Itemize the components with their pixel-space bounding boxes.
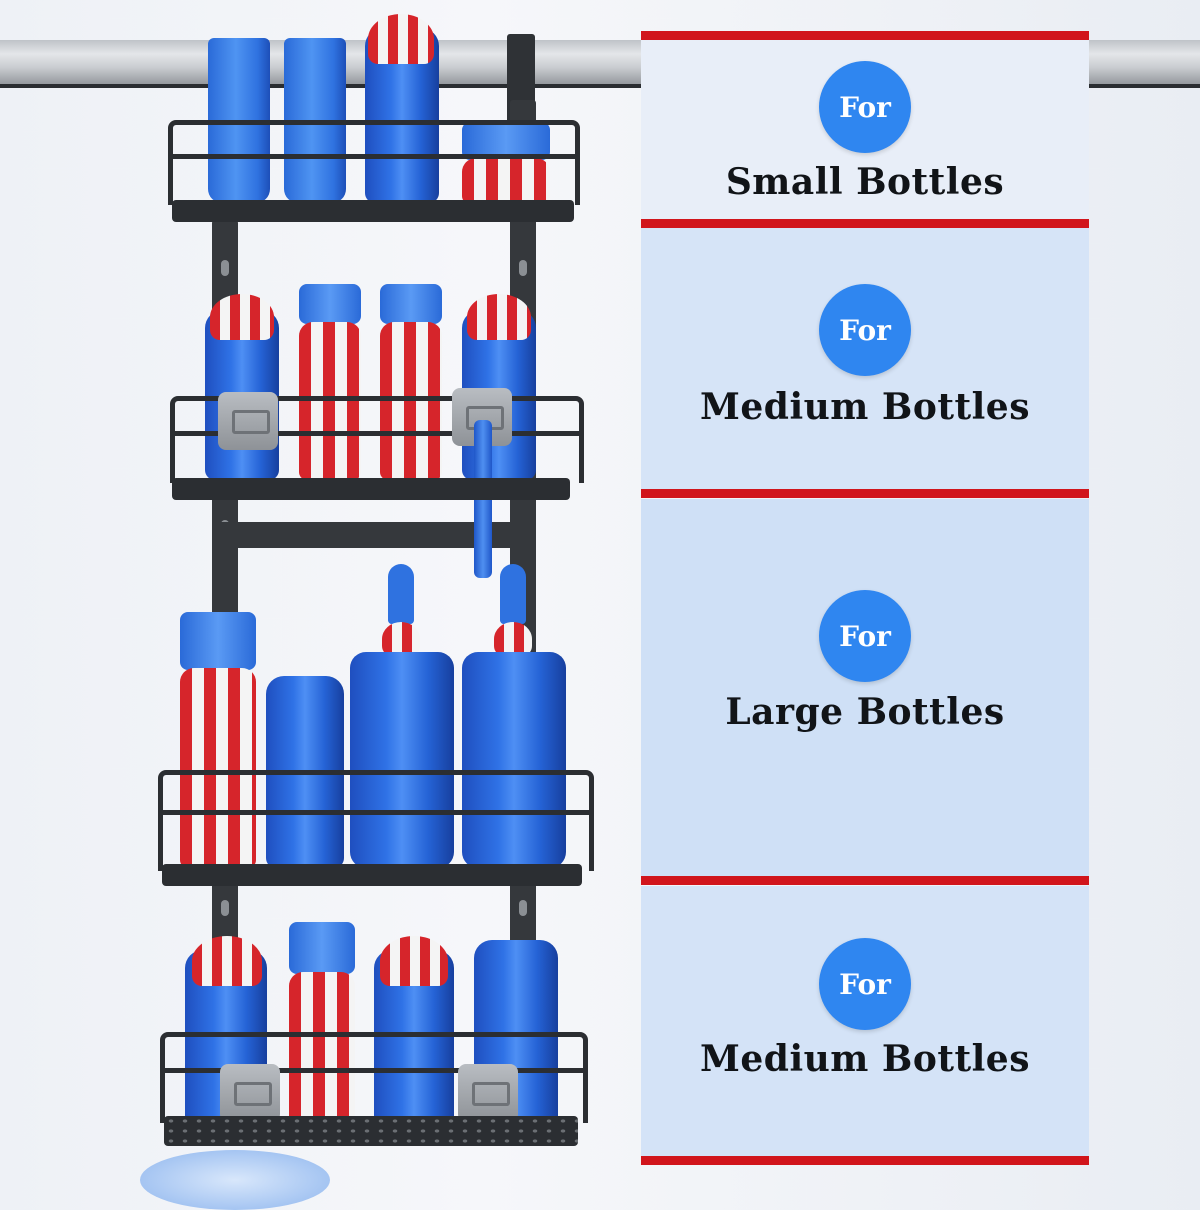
striped-jar [462, 158, 550, 204]
bottle-lid [299, 284, 361, 324]
bottle-lid [180, 612, 256, 670]
for-badge: For [819, 938, 911, 1030]
striped-bottle [299, 322, 361, 480]
razor-holder [458, 1064, 518, 1122]
info-panel-large: For Large Bottles [641, 499, 1089, 877]
for-badge: For [819, 284, 911, 376]
striped-cap [467, 294, 531, 340]
striped-cap [494, 622, 532, 656]
razor-holder [218, 392, 278, 450]
shelf-basket-2 [170, 396, 584, 483]
striped-bottle [289, 972, 355, 1136]
divider-line [641, 31, 1089, 40]
panel-label: Small Bottles [725, 161, 1005, 203]
bottle-lid [289, 922, 355, 974]
info-panel-medium-bottom: For Medium Bottles [641, 886, 1089, 1157]
shelf-basket-1 [168, 120, 580, 205]
bath-sponge [140, 1150, 330, 1210]
for-badge: For [819, 590, 911, 682]
door-edge-line [0, 84, 1200, 88]
striped-bottle [380, 322, 442, 480]
pump-head [500, 564, 526, 624]
divider-line [641, 489, 1089, 498]
striped-cap [192, 936, 262, 986]
divider-line [641, 1156, 1089, 1165]
panel-label: Medium Bottles [700, 1038, 1030, 1080]
divider-line [641, 876, 1089, 885]
shelf-tray-3 [162, 864, 582, 886]
info-panel-small: For Small Bottles [641, 37, 1089, 221]
striped-bottle [180, 668, 256, 868]
striped-cap [210, 294, 274, 340]
pump-bottle [462, 652, 566, 868]
razor-holder [220, 1064, 280, 1122]
shelf-tray-1 [172, 200, 574, 222]
panel-label: Large Bottles [725, 691, 1005, 733]
striped-cap [380, 936, 448, 986]
shelf-basket-4 [160, 1032, 588, 1123]
bottle-lid [380, 284, 442, 324]
striped-cap [368, 14, 434, 64]
pump-head [388, 564, 414, 624]
jar-lid [462, 122, 550, 160]
shelf-basket-3 [158, 770, 594, 871]
shelf-tray-2 [172, 478, 570, 500]
panel-label: Medium Bottles [700, 386, 1030, 428]
striped-cap [382, 622, 420, 656]
divider-line [641, 219, 1089, 228]
info-panel-medium-top: For Medium Bottles [641, 226, 1089, 491]
shelf-tray-4 [164, 1116, 578, 1146]
pump-bottle [350, 652, 454, 868]
for-badge: For [819, 61, 911, 153]
